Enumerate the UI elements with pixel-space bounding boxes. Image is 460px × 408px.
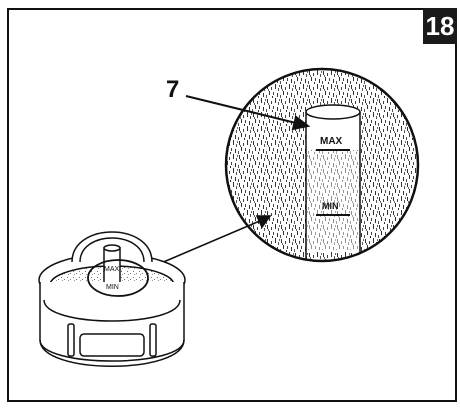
magnified-view: [224, 67, 420, 263]
figure-frame: [7, 8, 457, 402]
max-marking-large: MAX: [320, 136, 343, 147]
min-marking-large: MIN: [322, 201, 339, 211]
callout-label: 7: [166, 76, 180, 103]
min-marking-small: MIN: [106, 284, 119, 291]
figure-number-badge: 18: [423, 8, 457, 44]
filter-unit: [38, 231, 186, 367]
callout-arrow: [185, 95, 311, 131]
max-marking-small: MAX: [104, 266, 120, 273]
